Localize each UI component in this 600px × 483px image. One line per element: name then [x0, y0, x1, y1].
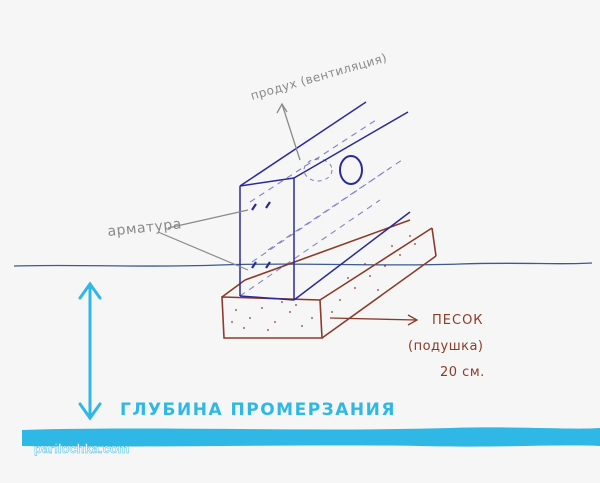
frost-depth-line: [22, 427, 600, 447]
vent-label: продух (вентиляция): [249, 50, 389, 102]
sand-texture: [231, 235, 416, 331]
sand-depth-label: 20 см.: [440, 365, 485, 380]
sand-arrow-head: [407, 314, 419, 326]
ground-level-line: [13, 262, 593, 267]
sand-cushion: [221, 219, 437, 339]
frost-depth-label: ГЛУБИНА ПРОМЕРЗАНИЯ: [120, 400, 396, 420]
sand-arrow: [329, 317, 417, 321]
vent-hole-hidden: [303, 158, 333, 182]
concrete-foundation: [239, 101, 411, 301]
rebar-leader-1: [167, 209, 249, 229]
hidden-edges: [239, 119, 403, 297]
watermark: parilochka.com: [34, 441, 129, 456]
cushion-label: (подушка): [408, 339, 484, 354]
rebar-label: арматура: [107, 216, 183, 240]
rebar: [251, 201, 271, 269]
frost-depth-arrow: [78, 281, 102, 421]
rebar-leader-2: [157, 231, 249, 271]
vent-arrow-head: [276, 102, 288, 114]
vent-hole: [339, 155, 363, 185]
sand-label: ПЕСОК: [432, 313, 484, 328]
vent-arrow: [281, 103, 301, 161]
